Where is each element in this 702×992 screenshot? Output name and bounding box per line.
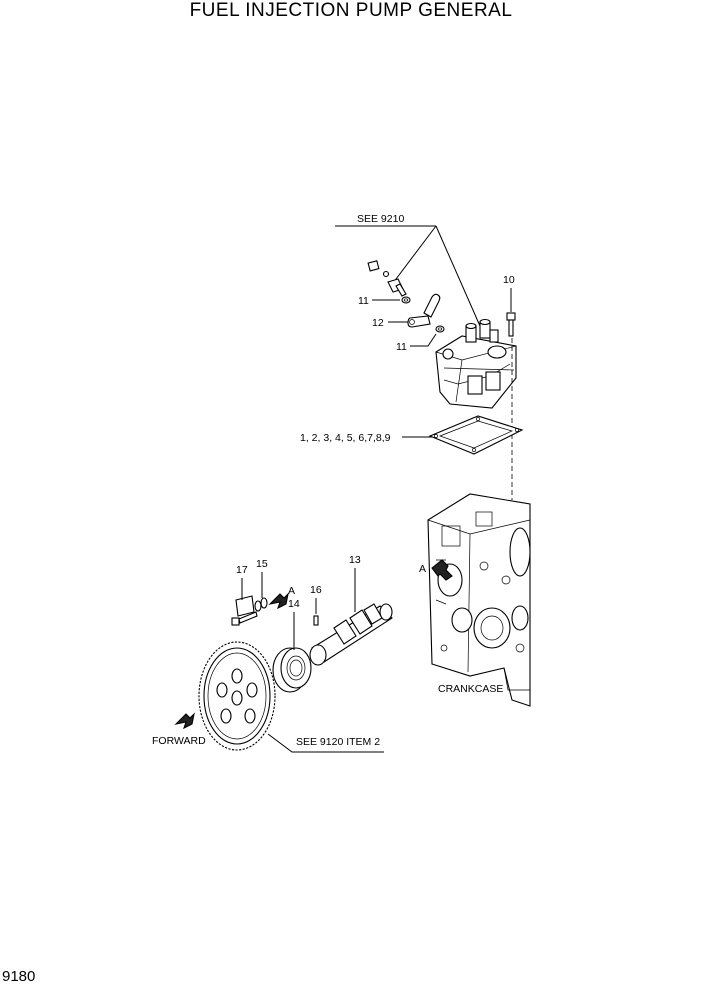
fuel-pipe-banjo: [407, 293, 441, 328]
view-a-arrow-right-icon: [431, 559, 453, 581]
label-14: 14: [288, 598, 300, 610]
label-view-a-left: A: [288, 585, 295, 597]
label-10: 10: [503, 274, 515, 286]
washer-11-upper: [401, 296, 411, 304]
see-9210-leader-2: [435, 225, 481, 327]
label-11-upper: 11: [358, 295, 369, 307]
forward-arrow-icon: [174, 712, 195, 730]
bolt-10: [506, 312, 516, 337]
crankcase-block: [427, 493, 531, 707]
lock-plate-17: [235, 595, 255, 617]
washer-15: [254, 597, 268, 612]
leader-11-lower: [410, 333, 437, 347]
label-forward: FORWARD: [152, 735, 206, 747]
label-12: 12: [372, 317, 384, 329]
washer-11-lower: [435, 325, 445, 333]
label-view-a-right: A: [419, 563, 426, 575]
label-16: 16: [310, 584, 322, 596]
see-9210-label: SEE 9210: [357, 213, 404, 225]
delivery-valve-bolt: [367, 260, 407, 297]
camshaft-13: [309, 603, 393, 666]
page-number: 9180: [2, 968, 36, 985]
cam-gear: [198, 641, 276, 751]
bearing-14: [272, 647, 312, 693]
see-9210-leader-1: [392, 225, 437, 284]
bolt-17: [231, 611, 258, 626]
label-crankcase: CRANKCASE: [438, 683, 503, 695]
label-15: 15: [256, 558, 268, 570]
label-gasket-kit: 1, 2, 3, 4, 5, 6,7,8,9: [300, 432, 391, 444]
label-13: 13: [349, 554, 361, 566]
view-a-arrow-left-icon: [268, 592, 289, 610]
page-title: FUEL INJECTION PUMP GENERAL: [189, 0, 513, 21]
label-17: 17: [236, 564, 248, 576]
label-11-lower: 11: [396, 341, 407, 353]
pump-gasket: [428, 415, 524, 455]
key-16: [313, 615, 319, 626]
leader-see-9120: [267, 733, 384, 753]
label-see-9120: SEE 9120 ITEM 2: [296, 736, 380, 748]
injection-pump: [435, 318, 517, 409]
